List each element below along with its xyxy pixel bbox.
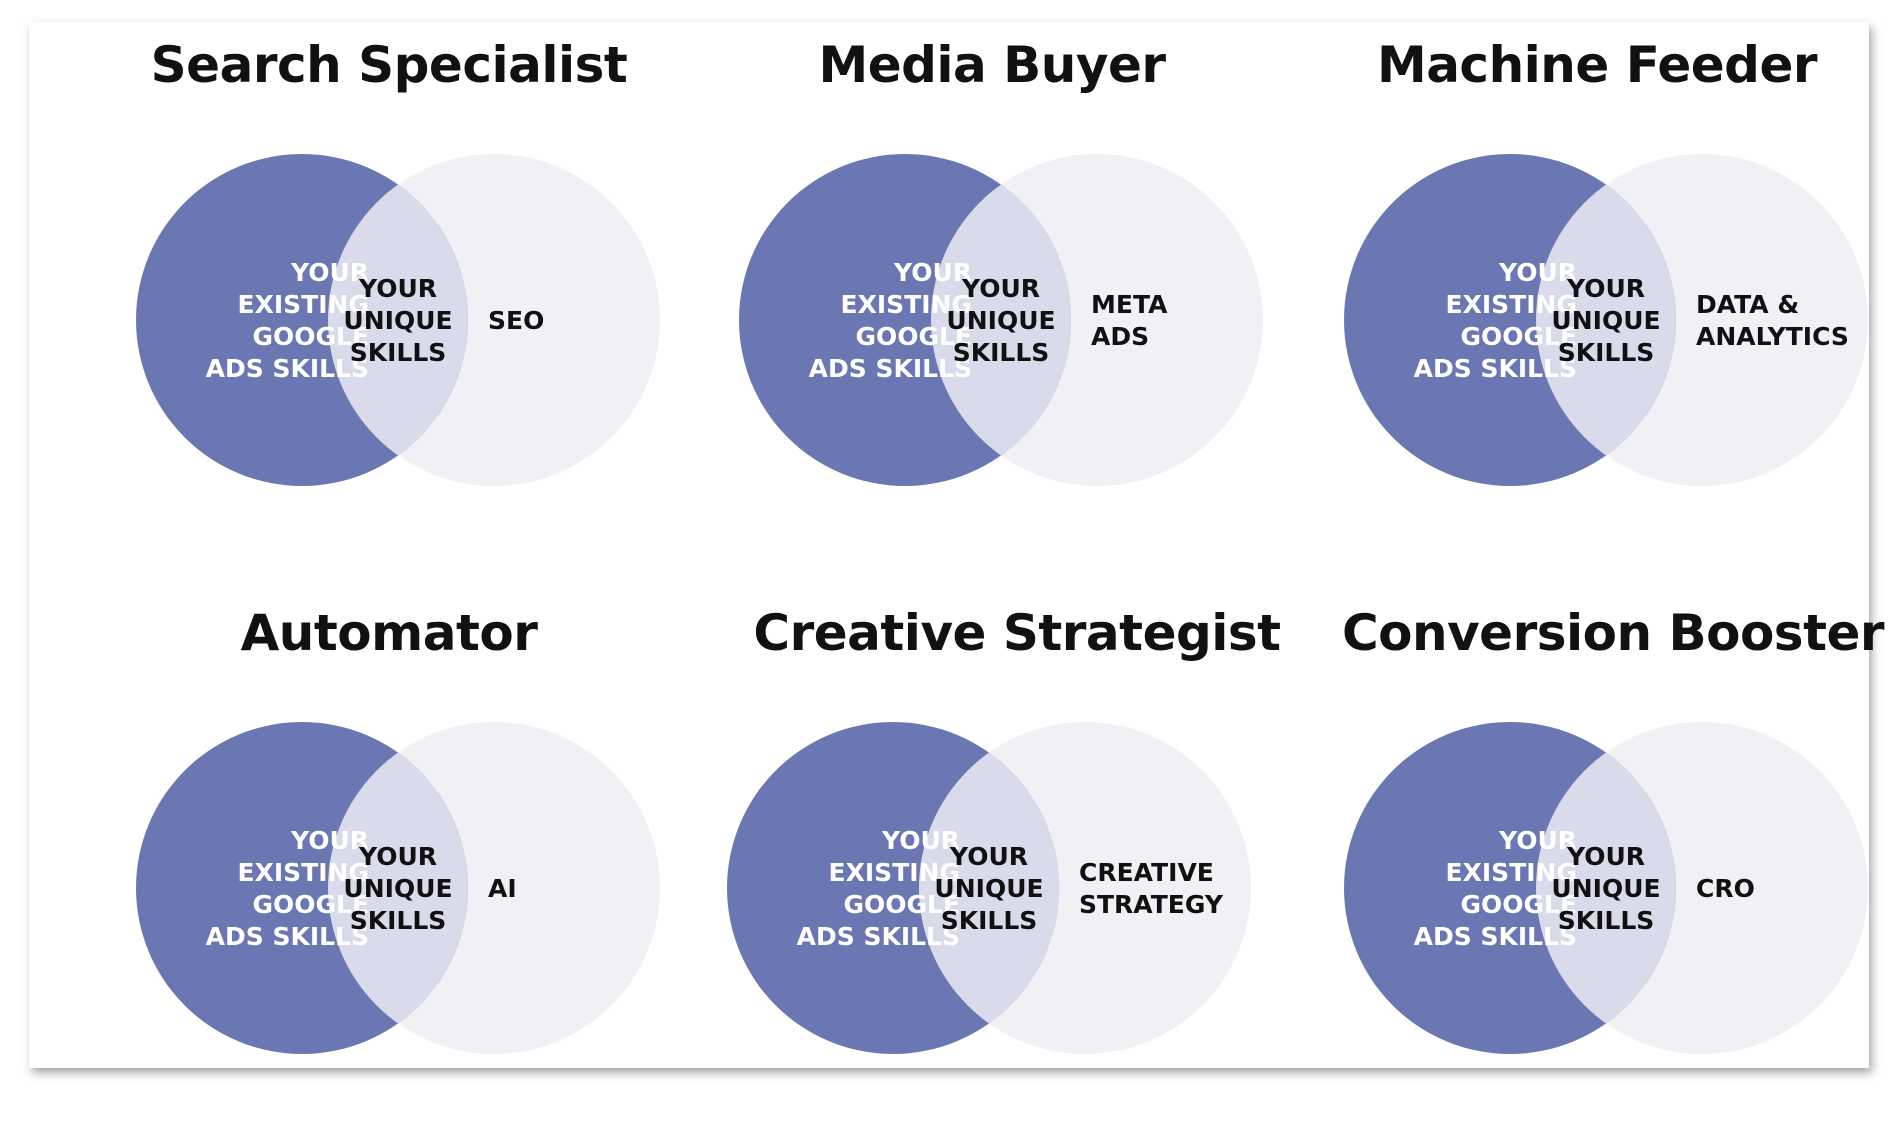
right-label-line: ANALYTICS xyxy=(1696,322,1849,351)
center-label-line: YOUR xyxy=(1566,842,1645,871)
right-label-line: STRATEGY xyxy=(1079,890,1224,919)
center-label-line: UNIQUE xyxy=(1551,306,1660,335)
center-label-line: UNIQUE xyxy=(934,874,1043,903)
panel-title: Automator xyxy=(240,604,538,662)
left-label-line: GOOGLE xyxy=(855,322,972,351)
right-label-line: SEO xyxy=(488,306,544,335)
left-label-line: GOOGLE xyxy=(1460,322,1577,351)
overlap-region xyxy=(328,722,468,1054)
center-label-line: YOUR xyxy=(358,274,437,303)
left-label-line: EXISTING xyxy=(1446,858,1577,887)
panel-title: Media Buyer xyxy=(818,36,1166,94)
center-label-line: SKILLS xyxy=(953,338,1050,367)
panel-title: Creative Strategist xyxy=(753,604,1281,662)
overlap-region xyxy=(919,722,1059,1054)
center-label-line: YOUR xyxy=(1566,274,1645,303)
panel-title: Machine Feeder xyxy=(1376,36,1818,94)
center-label-line: SKILLS xyxy=(350,338,447,367)
center-label-line: UNIQUE xyxy=(946,306,1055,335)
left-label-line: ADS SKILLS xyxy=(206,922,369,951)
left-label-line: YOUR xyxy=(1498,258,1577,287)
right-label-line: CREATIVE xyxy=(1079,858,1214,887)
left-label-line: YOUR xyxy=(1498,826,1577,855)
left-label-line: GOOGLE xyxy=(252,322,369,351)
left-label-line: EXISTING xyxy=(238,290,369,319)
right-label-line: CRO xyxy=(1696,874,1755,903)
center-label-line: YOUR xyxy=(949,842,1028,871)
right-label-line: ADS xyxy=(1091,322,1149,351)
center-label-line: YOUR xyxy=(358,842,437,871)
left-label-line: EXISTING xyxy=(829,858,960,887)
left-label-line: YOUR xyxy=(881,826,960,855)
left-label-line: YOUR xyxy=(893,258,972,287)
left-label-line: GOOGLE xyxy=(252,890,369,919)
left-label-line: YOUR xyxy=(290,826,369,855)
overlap-region xyxy=(1536,722,1676,1054)
center-label-line: SKILLS xyxy=(350,906,447,935)
left-label-line: ADS SKILLS xyxy=(1414,922,1577,951)
left-label-line: GOOGLE xyxy=(843,890,960,919)
left-label-line: EXISTING xyxy=(238,858,369,887)
left-label-line: ADS SKILLS xyxy=(1414,354,1577,383)
overlap-region xyxy=(1536,154,1676,486)
right-label-line: META xyxy=(1091,290,1168,319)
center-label-line: SKILLS xyxy=(1558,906,1655,935)
left-label-line: EXISTING xyxy=(841,290,972,319)
left-label-line: ADS SKILLS xyxy=(809,354,972,383)
overlap-region xyxy=(328,154,468,486)
center-label-line: SKILLS xyxy=(941,906,1038,935)
panel-title: Conversion Booster xyxy=(1341,604,1885,662)
center-label-line: UNIQUE xyxy=(343,874,452,903)
overlap-region xyxy=(931,154,1071,486)
right-label-line: AI xyxy=(488,874,517,903)
left-label-line: EXISTING xyxy=(1446,290,1577,319)
left-label-line: YOUR xyxy=(290,258,369,287)
left-label-line: ADS SKILLS xyxy=(797,922,960,951)
center-label-line: YOUR xyxy=(961,274,1040,303)
right-label-line: DATA & xyxy=(1696,290,1799,319)
center-label-line: SKILLS xyxy=(1558,338,1655,367)
panel-title: Search Specialist xyxy=(150,36,628,94)
center-label-line: UNIQUE xyxy=(343,306,452,335)
center-label-line: UNIQUE xyxy=(1551,874,1660,903)
left-label-line: GOOGLE xyxy=(1460,890,1577,919)
left-label-line: ADS SKILLS xyxy=(206,354,369,383)
